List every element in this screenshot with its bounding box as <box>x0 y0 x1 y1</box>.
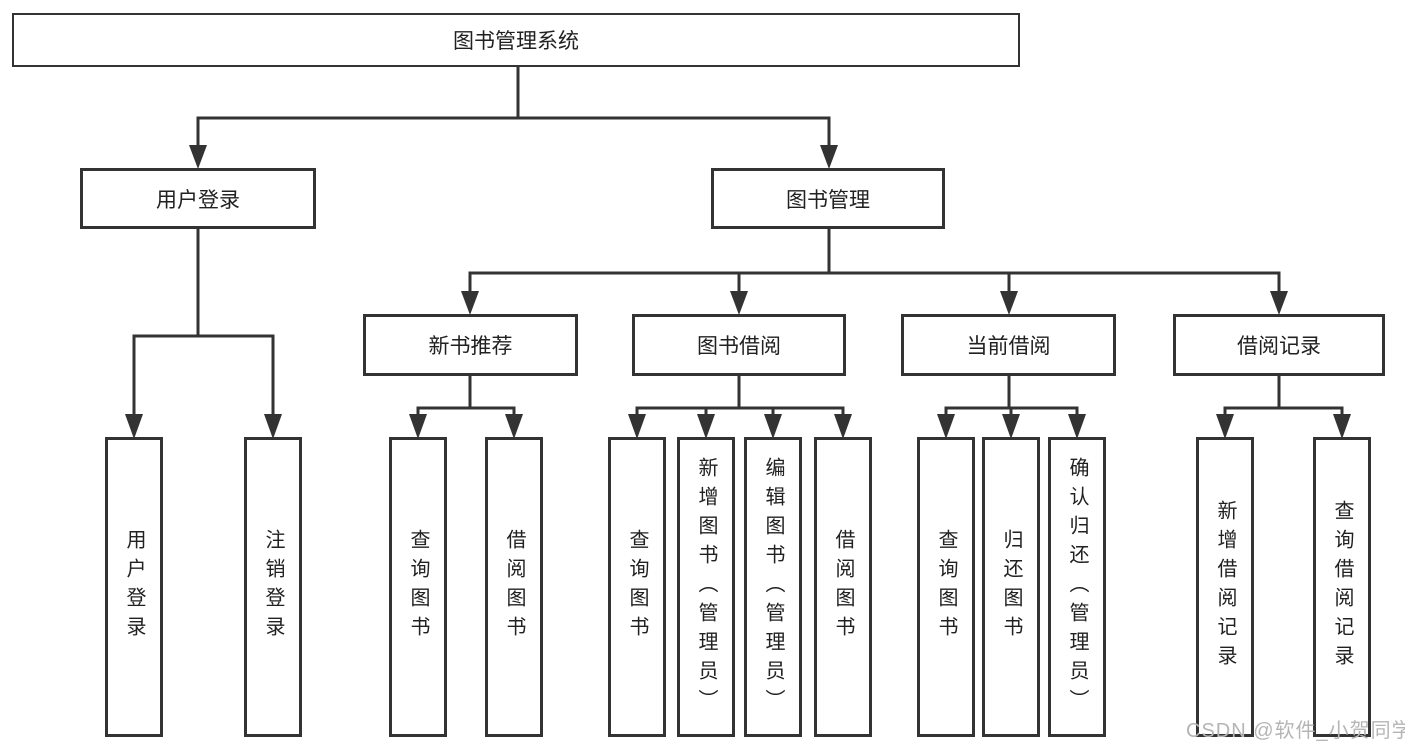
arrow-icon <box>937 414 955 439</box>
node-new-book-recommend-label: 新书推荐 <box>428 335 513 358</box>
leaf-label: 借阅图书 <box>832 529 854 645</box>
connector-borrow-records-rail <box>1223 406 1344 416</box>
arrow-icon <box>461 291 479 315</box>
arrow-icon <box>189 145 207 169</box>
leaf-label: 用户登录 <box>123 529 145 645</box>
node-book-borrow-label: 图书借阅 <box>697 335 781 358</box>
node-root: 图书管理系统 <box>12 13 1020 67</box>
leaf-label: 借阅图书 <box>503 529 525 645</box>
leaf-user-login: 用户登录 <box>105 437 163 737</box>
node-new-book-recommend: 新书推荐 <box>363 314 578 376</box>
leaf-return-book: 归还图书 <box>982 437 1040 737</box>
arrow-icon <box>264 414 282 439</box>
node-book-borrow: 图书借阅 <box>632 314 846 376</box>
node-root-label: 图书管理系统 <box>453 30 579 53</box>
node-borrow-records: 借阅记录 <box>1173 314 1385 376</box>
arrow-icon <box>409 414 427 439</box>
connector-user-login-rail <box>132 334 275 414</box>
connector-new-book-rail <box>416 406 516 416</box>
node-current-borrow-label: 当前借阅 <box>966 335 1051 358</box>
leaf-query-book-recommend: 查询图书 <box>389 437 447 737</box>
leaf-label: 注销登录 <box>262 529 284 645</box>
arrow-icon <box>1000 291 1018 315</box>
leaf-label: 查询图书 <box>626 529 648 645</box>
arrow-icon <box>1216 414 1234 439</box>
leaf-query-book-current: 查询图书 <box>917 437 975 737</box>
node-book-management-label: 图书管理 <box>786 188 870 212</box>
csdn-watermark: CSDN @软件_小贺同学 <box>1186 720 1405 742</box>
node-current-borrow: 当前借阅 <box>901 314 1116 376</box>
connector-level2-rail <box>196 116 831 146</box>
arrow-icon <box>730 291 748 315</box>
arrow-icon <box>505 414 523 439</box>
leaf-add-book-admin: 新增图书（管理员） <box>677 437 735 737</box>
leaf-label: 确认归还（管理员） <box>1066 456 1088 718</box>
arrow-icon <box>1333 414 1351 439</box>
arrow-icon <box>697 414 715 439</box>
leaf-label: 查询借阅记录 <box>1331 500 1353 674</box>
node-user-login: 用户登录 <box>80 168 316 229</box>
leaf-query-book-borrow: 查询图书 <box>608 437 666 737</box>
arrow-icon <box>764 414 782 439</box>
leaf-edit-book-admin: 编辑图书（管理员） <box>744 437 802 737</box>
arrow-icon <box>820 145 838 169</box>
leaf-confirm-return-admin: 确认归还（管理员） <box>1048 437 1106 737</box>
node-book-management: 图书管理 <box>711 168 945 229</box>
connector-book-borrow-rail <box>635 406 845 416</box>
leaf-label: 归还图书 <box>1000 529 1022 645</box>
leaf-label: 新增图书（管理员） <box>695 456 717 718</box>
leaf-label: 查询图书 <box>935 529 957 645</box>
leaf-logout: 注销登录 <box>244 437 302 737</box>
leaf-borrow-book-recommend: 借阅图书 <box>485 437 543 737</box>
arrow-icon <box>1068 414 1086 439</box>
node-borrow-records-label: 借阅记录 <box>1237 335 1321 358</box>
arrow-icon <box>1270 291 1288 315</box>
leaf-query-borrow-record: 查询借阅记录 <box>1313 437 1371 737</box>
connector-arrowheads <box>125 145 1351 439</box>
arrow-icon <box>628 414 646 439</box>
arrow-icon <box>1002 414 1020 439</box>
connector-level3-rail <box>468 271 1281 292</box>
leaf-label: 新增借阅记录 <box>1214 500 1236 674</box>
connector-strokes <box>132 67 1344 416</box>
arrow-icon <box>125 414 143 439</box>
leaf-borrow-book: 借阅图书 <box>814 437 872 737</box>
leaf-label: 编辑图书（管理员） <box>762 456 784 718</box>
arrow-icon <box>834 414 852 439</box>
leaf-label: 查询图书 <box>407 529 429 645</box>
leaf-add-borrow-record: 新增借阅记录 <box>1196 437 1254 737</box>
node-user-login-label: 用户登录 <box>156 188 240 212</box>
